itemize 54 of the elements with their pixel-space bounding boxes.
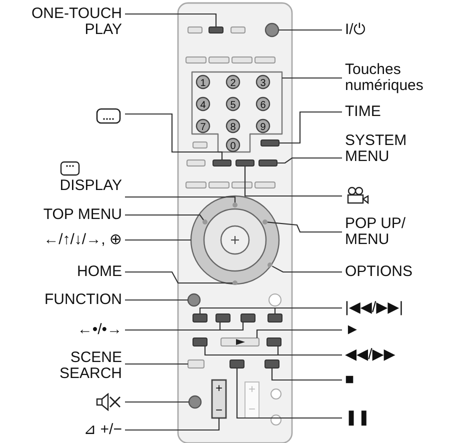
callout-label: ←/↑/↓/→, ⊕ xyxy=(44,232,122,248)
leader-line xyxy=(277,157,342,164)
digit: 5 xyxy=(230,100,236,111)
callout-label: POP UP/ MENU xyxy=(345,216,415,248)
leader-line xyxy=(125,418,220,431)
leader-line xyxy=(125,299,188,301)
leader-line xyxy=(125,239,191,241)
callout-label: |◀◀/▶▶| xyxy=(345,300,404,316)
leader-line xyxy=(256,329,342,338)
callout-label: ⊿ +/− xyxy=(84,422,122,438)
callout-label: SYSTEM MENU xyxy=(345,133,425,165)
callout-label: ←•/•→ xyxy=(77,322,122,338)
callout-label: TOP MENU xyxy=(43,207,122,223)
leader-line xyxy=(236,368,342,419)
callout-label: TIME xyxy=(345,104,381,120)
digit: 3 xyxy=(260,78,266,89)
leader-line xyxy=(271,368,342,381)
callout-label: SCENE SEARCH xyxy=(22,350,122,382)
sign: − xyxy=(248,402,256,416)
digit: 1 xyxy=(200,78,206,89)
leader-line xyxy=(125,401,189,403)
callout-label: FUNCTION xyxy=(44,292,122,308)
callout-label: Touches numériques xyxy=(345,62,445,94)
callout-label: I/⏻ xyxy=(345,22,366,38)
leader-line xyxy=(278,29,342,31)
sign: − xyxy=(216,403,222,417)
digit: 0 xyxy=(230,141,236,152)
sign: + xyxy=(216,381,222,395)
leader-line xyxy=(272,266,342,273)
callout-label: ► xyxy=(345,322,360,338)
leader-line xyxy=(279,111,342,144)
callout-label: DISPLAY xyxy=(60,178,122,194)
callout-label: ■ xyxy=(345,372,354,388)
digit: 4 xyxy=(200,100,206,111)
callout-label: OPTIONS xyxy=(345,264,413,280)
digit: 8 xyxy=(230,122,236,133)
leader-line xyxy=(125,113,223,160)
leader-line xyxy=(282,77,342,79)
digit: 9 xyxy=(260,122,266,133)
digit: 6 xyxy=(260,100,266,111)
leader-line xyxy=(267,222,342,233)
callout-label: HOME xyxy=(77,264,122,280)
callout-label: ◀◀/▶▶ xyxy=(345,347,396,363)
sign: + xyxy=(248,382,256,396)
callout-label: ❚❚ xyxy=(345,410,370,426)
leader-line xyxy=(125,363,188,365)
leader-line xyxy=(125,214,204,220)
leader-line xyxy=(125,196,236,202)
leader-line xyxy=(244,166,342,197)
digit: 2 xyxy=(230,78,236,89)
leader-line xyxy=(125,13,217,27)
leader-line xyxy=(125,271,232,284)
digit: 7 xyxy=(200,122,206,133)
callout-label: ONE-TOUCH PLAY xyxy=(4,6,122,38)
